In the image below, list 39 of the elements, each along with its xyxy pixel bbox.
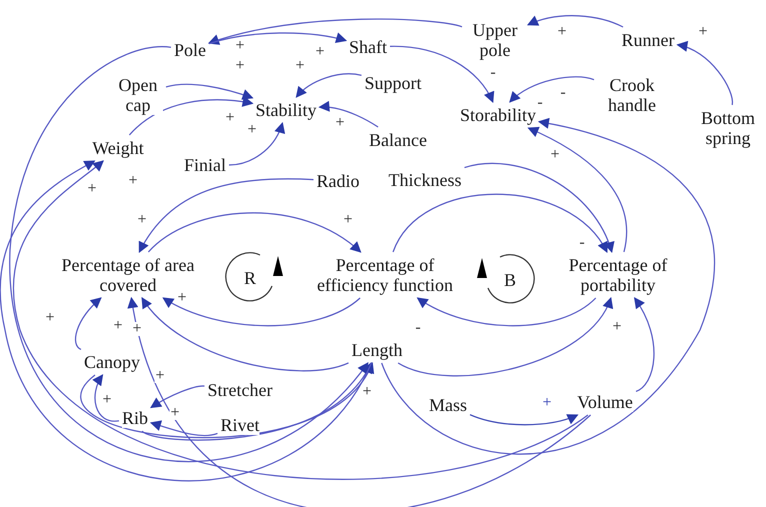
causal-arrow xyxy=(208,32,348,44)
causal-arrow xyxy=(148,212,362,253)
causal-arrow xyxy=(527,127,627,252)
loop-letter: B xyxy=(504,271,516,289)
polarity-sign: + xyxy=(169,406,181,420)
causal-arrow xyxy=(464,162,614,254)
causal-arrow xyxy=(128,96,254,136)
causal-arrow xyxy=(128,296,591,507)
causal-arrow xyxy=(676,42,733,106)
causal-arrow xyxy=(228,122,284,166)
polarity-sign: + xyxy=(154,369,166,383)
loop-letter: R xyxy=(244,269,256,287)
causal-arrow xyxy=(398,297,612,376)
causal-arrow xyxy=(150,385,204,408)
causal-arrow xyxy=(150,420,218,436)
causal-arrow xyxy=(416,297,596,326)
causal-arrow xyxy=(509,76,594,103)
causal-arrow xyxy=(381,118,715,455)
causal-arrow xyxy=(526,15,624,28)
causal-arrow xyxy=(470,414,579,426)
causal-arrow xyxy=(208,18,462,46)
causal-arrow xyxy=(634,297,654,392)
polarity-sign: + xyxy=(176,291,188,305)
causal-arrow xyxy=(318,102,378,128)
polarity-sign: + xyxy=(131,322,143,336)
causal-arrow xyxy=(81,362,373,438)
causal-arrow xyxy=(92,374,120,422)
causal-arrow xyxy=(74,297,102,350)
causal-arrow xyxy=(296,73,362,98)
causal-arrow xyxy=(138,178,314,253)
causal-arrow xyxy=(392,194,608,253)
causal-arrow xyxy=(142,362,372,441)
causal-arrow xyxy=(390,46,494,103)
causal-arrow xyxy=(166,84,254,100)
causal-arrow xyxy=(141,297,349,372)
causal-arrow xyxy=(9,46,369,462)
causal-arrow xyxy=(162,297,360,326)
causal-arrow xyxy=(12,160,588,480)
causal-arrow xyxy=(0,160,372,481)
